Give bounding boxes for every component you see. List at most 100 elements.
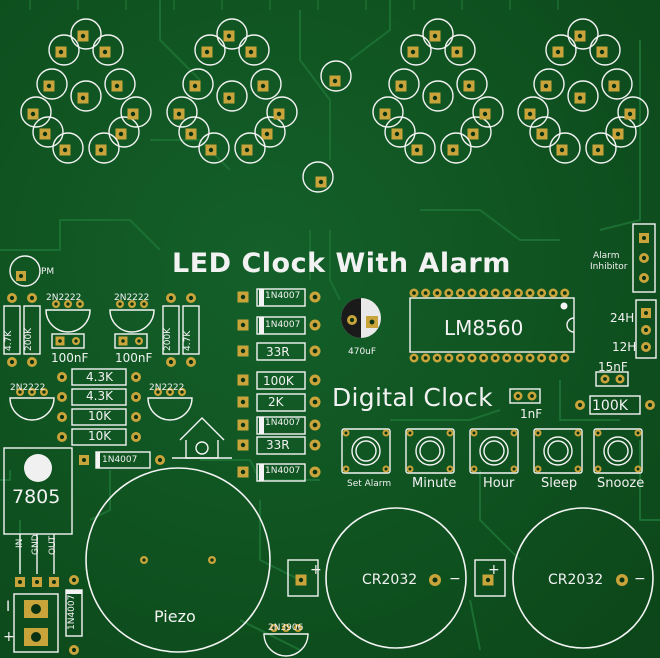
piezo-label: Piezo [154,607,196,626]
led-pad-1-11-hole [276,111,282,117]
led-pad-0-3-hole [46,83,52,89]
led-outline-0-2 [92,34,124,66]
colon-led-bottom-pad-hole [318,179,324,185]
button-2-ring-inner [483,440,505,462]
led-outline-1-11 [266,96,298,128]
center-part-5-body [256,416,306,435]
button-2-pad-1-hole [472,431,476,435]
button-3-pad-1-hole [536,431,540,435]
q4-pad-1-hole [156,390,160,394]
button-4-ring-inner [607,440,629,462]
center-part-5-pad-1-hole [240,422,246,428]
cap-1nf-outline [509,388,541,404]
led-outline-2-8 [404,132,436,164]
led-outline-0-8 [52,132,84,164]
center-r3-label: 2K [268,395,284,409]
board-subtitle: Digital Clock [332,383,493,412]
piezo-pad-1-hole [142,558,146,562]
led-outline-1-3 [182,68,214,100]
battery-2-outline [512,507,654,649]
button-4-outline [593,428,643,474]
cap-15nf-label: 15nF [598,360,628,374]
trace-19 [469,599,481,651]
button-4-ring [603,436,633,466]
led-outline-0-0 [70,18,102,50]
inhibitor-pad-1-hole [642,236,646,240]
led-outline-0-1 [48,34,80,66]
res-stack-2-pad-1-hole [59,414,65,420]
led-outline-1-7 [254,116,286,148]
led-pad-1-0-hole [226,33,232,39]
pnp-transistor-label: 2N3906 [268,623,304,633]
res-stack-0-body [71,368,127,386]
button-0-pad-2-hole [384,431,388,435]
vert-res-1-pad-1-hole [29,295,35,301]
center-part-3-pad-2-hole [312,377,318,383]
led-pad-3-7-hole [615,131,621,137]
res-stack-2-body [71,408,127,426]
q5-pad-1-hole [272,626,276,630]
led-pad-0-4-hole [114,83,120,89]
ic-pin1-dot [560,302,568,310]
led-pad-0-2-hole [102,49,108,55]
led-outline-3-7 [605,116,637,148]
led-pad-1-6-hole [188,131,194,137]
res-10k-2-label: 10K [88,429,112,443]
trace-4 [349,0,391,61]
center-part-4-body [256,393,306,412]
q3-pad-2-hole [30,390,34,394]
center-r1-label: 33R [266,345,290,359]
ic-top-pin-4-hole [458,291,463,295]
button-2-outline [469,428,519,474]
center-r2-label: 100K [263,374,294,388]
cap-15nf-outline [595,371,629,387]
led-outline-0-9 [88,132,120,164]
led-pad-0-1-hole [58,49,64,55]
res-stack-0-pad-1-hole [59,374,65,380]
led-outline-3-10 [517,96,549,128]
center-part-0-body [256,288,306,307]
q4-pad-3-hole [180,390,184,394]
led-outline-0-10 [20,96,52,128]
led-pad-1-9-hole [244,147,250,153]
ic-top-pin-2-hole [435,291,440,295]
led-outline-2-2 [444,34,476,66]
q3-outline [9,397,55,421]
battery-2-plus-label: + [488,562,500,578]
mode-12h-label: 12H [612,340,637,354]
led-outline-3-11 [617,96,649,128]
center-part-7-band [259,464,264,481]
center-part-6-body [256,436,306,455]
inhibitor-pad-3-hole [641,275,647,281]
led-pad-3-1-hole [555,49,561,55]
led-outline-2-6 [384,116,416,148]
led-pad-3-10-hole [527,111,533,117]
q2-pad-1-hole [118,302,122,306]
led-outline-3-9 [585,132,617,164]
button-4-pad-4-hole [636,467,640,471]
q5-pad-2-hole [284,626,288,630]
button-3-ring-inner [547,440,569,462]
led-outline-3-2 [589,34,621,66]
colon-led-top [320,60,352,92]
button-1-ring [415,436,445,466]
center-part-7-pad-1-hole [240,469,246,475]
led-outline-0-4 [104,68,136,100]
sleep-button-label: Sleep [541,476,578,491]
led-pad-2-1-hole [410,49,416,55]
led-outline-0-6 [32,116,64,148]
res-stack-3-pad-2-hole [133,434,139,440]
vert-res-3-pad-1-hole [188,295,194,301]
led-pad-3-0-hole [577,33,583,39]
led-pad-2-7-hole [470,131,476,137]
led-pad-1-2-hole [248,49,254,55]
res-vert-1-label: 4.7K [4,330,14,351]
vert-res-0-pad-1-hole [9,295,15,301]
dc-header-outline [13,593,59,653]
battery-1-label: CR2032 [362,572,418,588]
q2-label: 2N2222 [114,293,150,303]
button-3-pad-3-hole [536,467,540,471]
ic-bottom-pin-6-hole [481,356,486,360]
ic-top-pin-12-hole [551,291,556,295]
